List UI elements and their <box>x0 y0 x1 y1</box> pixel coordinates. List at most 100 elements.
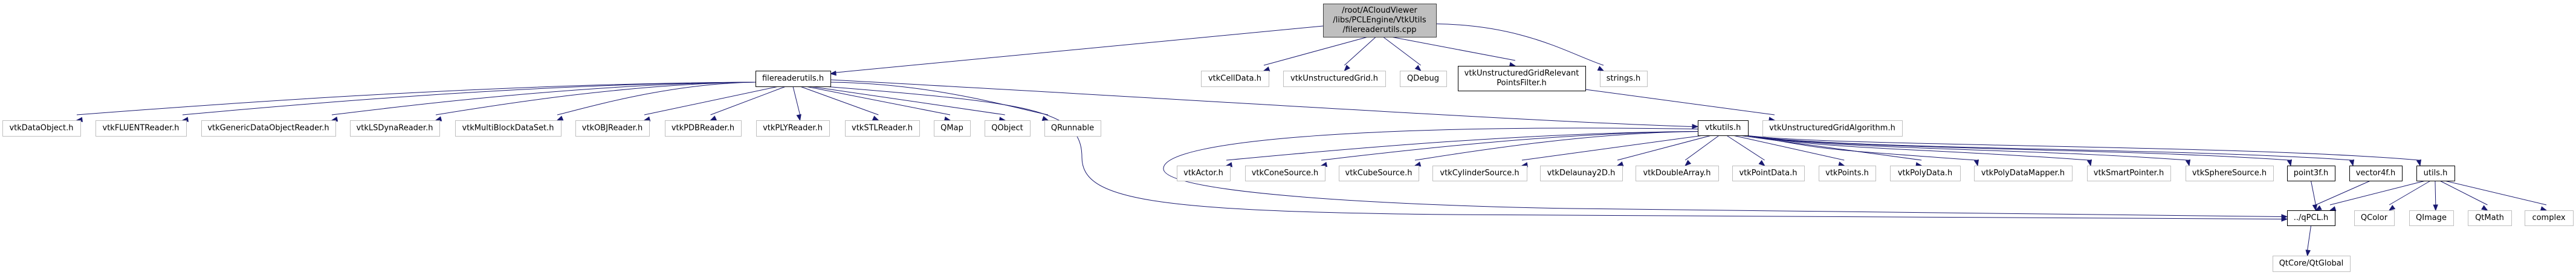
arrowhead-icon <box>1973 159 1979 167</box>
node-vtk-plyreader[interactable]: vtkPLYReader.h <box>756 120 830 137</box>
arrowhead-icon <box>1041 115 1049 121</box>
edge-root-to-strings <box>1435 24 1604 66</box>
node-label: utils.h <box>2424 169 2448 178</box>
node-vtk-generic-data-object-reader[interactable]: vtkGenericDataObjectReader.h <box>201 120 336 137</box>
edge-q-pcl-to-qt-global <box>2307 225 2312 251</box>
node-qimage[interactable]: QImage <box>2409 210 2454 226</box>
node-vtk-double-array[interactable]: vtkDoubleArray.h <box>1636 166 1719 181</box>
node-box <box>1732 166 1805 181</box>
node-vtk-pdbreader[interactable]: vtkPDBReader.h <box>665 120 742 137</box>
node-qdebug[interactable]: QDebug <box>1400 71 1447 87</box>
node-filereaderutils[interactable]: filereaderutils.h <box>756 71 831 87</box>
node-vtk-poly-data-mapper[interactable]: vtkPolyDataMapper.h <box>1974 166 2073 181</box>
edge-root-to-qdebug <box>1382 36 1421 66</box>
node-label: vtkUnstructuredGridRelevant <box>1464 69 1579 78</box>
node-vtk-ugrpf[interactable]: vtkUnstructuredGridRelevantPointsFilter.… <box>1458 66 1586 91</box>
node-vtk-points[interactable]: vtkPoints.h <box>1819 166 1876 181</box>
edge-filereaderutils-to-vtk-plyreader <box>792 86 801 115</box>
node-box <box>575 120 650 137</box>
arrowhead-icon <box>710 115 717 121</box>
node-box <box>2287 210 2335 226</box>
node-vtk-poly-data[interactable]: vtkPolyData.h <box>1890 166 1961 181</box>
node-box <box>1636 166 1719 181</box>
node-label: QColor <box>2361 213 2388 222</box>
node-label: QImage <box>2416 213 2447 222</box>
node-label: vtkDelaunay2D.h <box>1547 169 1616 178</box>
node-qt-math[interactable]: QtMath <box>2468 210 2512 226</box>
node-vtk-unstructured-grid[interactable]: vtkUnstructuredGrid.h <box>1283 71 1386 87</box>
node-qt-global[interactable]: QtCore/QtGlobal <box>2273 256 2351 272</box>
node-label: vtkPointData.h <box>1739 169 1797 178</box>
node-box <box>2354 210 2395 226</box>
node-strings[interactable]: strings.h <box>1600 71 1648 87</box>
node-vtk-smart-pointer[interactable]: vtkSmartPointer.h <box>2087 166 2171 181</box>
node-box <box>756 120 830 137</box>
node-complex[interactable]: complex <box>2525 210 2574 226</box>
node-vtk-cone-source[interactable]: vtkConeSource.h <box>1245 166 1325 181</box>
node-label: vtkSmartPointer.h <box>2094 169 2164 178</box>
node-box <box>2409 210 2454 226</box>
node-box <box>1432 166 1527 181</box>
edge-filereaderutils-to-vtk-stlreader <box>800 86 879 115</box>
node-vtk-cylinder-source[interactable]: vtkCylinderSource.h <box>1432 166 1527 181</box>
node-vtk-stlreader[interactable]: vtkSTLReader.h <box>845 120 920 137</box>
node-box <box>1819 166 1876 181</box>
node-point3f[interactable]: point3f.h <box>2287 166 2335 181</box>
node-box <box>665 120 742 137</box>
edge-vtkutils-to-vtk-double-array <box>1684 135 1720 161</box>
node-label: vtkConeSource.h <box>1252 169 1319 178</box>
node-root[interactable]: /root/ACloudViewer/libs/PCLEngine/VtkUti… <box>1323 4 1437 37</box>
arrowhead-icon <box>829 70 837 76</box>
node-label: vtkPolyData.h <box>1898 169 1952 178</box>
node-label: vtkPoints.h <box>1825 169 1869 178</box>
node-vtk-uga[interactable]: vtkUnstructuredGridAlgorithm.h <box>1762 120 1903 137</box>
node-vtkutils[interactable]: vtkutils.h <box>1698 120 1749 136</box>
node-vtk-actor[interactable]: vtkActor.h <box>1177 166 1231 181</box>
node-vtk-lsdyna-reader[interactable]: vtkLSDynaReader.h <box>350 120 440 137</box>
arrowhead-icon <box>2433 204 2438 212</box>
node-utils[interactable]: utils.h <box>2416 166 2455 181</box>
node-vtk-fluentreader[interactable]: vtkFLUENTReader.h <box>95 120 187 137</box>
arrowhead-icon <box>1414 65 1422 71</box>
node-vtk-multi-block-data-set[interactable]: vtkMultiBlockDataSet.h <box>455 120 561 137</box>
arrowhead-icon <box>2315 205 2322 211</box>
edge-root-to-vtk-unstructured-grid <box>1344 36 1376 66</box>
node-box <box>95 120 187 137</box>
node-vtk-cube-source[interactable]: vtkCubeSource.h <box>1339 166 1419 181</box>
arrowhead-icon <box>1597 66 1605 71</box>
arrowhead-icon <box>2481 205 2488 211</box>
node-vtk-delaunay2d[interactable]: vtkDelaunay2D.h <box>1540 166 1623 181</box>
node-qrunnable[interactable]: QRunnable <box>1044 120 1101 137</box>
arrowhead-icon <box>796 114 801 121</box>
edge-vtkutils-to-vtk-delaunay2d <box>1617 135 1712 161</box>
node-label: QDebug <box>1407 74 1439 83</box>
node-q-pcl[interactable]: ../qPCL.h <box>2287 210 2335 226</box>
node-label: /root/ACloudViewer <box>1342 6 1417 15</box>
node-vtk-point-data[interactable]: vtkPointData.h <box>1732 166 1805 181</box>
node-vtk-data-object[interactable]: vtkDataObject.h <box>2 120 81 137</box>
node-label: /filereaderutils.cpp <box>1343 25 1417 34</box>
edge-utils-to-qimage <box>2435 180 2436 205</box>
node-box <box>2186 166 2274 181</box>
arrowhead-icon <box>2305 250 2311 257</box>
node-box <box>1245 166 1325 181</box>
node-label: vtkFLUENTReader.h <box>103 124 180 133</box>
node-vtk-cell-data[interactable]: vtkCellData.h <box>1201 71 1269 87</box>
node-label: vtkLSDynaReader.h <box>357 124 433 133</box>
node-vtk-sphere-source[interactable]: vtkSphereSource.h <box>2186 166 2274 181</box>
node-box <box>1890 166 1961 181</box>
node-vector4f[interactable]: vector4f.h <box>2349 166 2403 181</box>
node-label: /libs/PCLEngine/VtkUtils <box>1333 16 1426 25</box>
node-qcolor[interactable]: QColor <box>2354 210 2395 226</box>
node-box <box>985 120 1031 137</box>
node-box <box>845 120 920 137</box>
node-box <box>2349 166 2403 181</box>
node-box <box>934 120 971 137</box>
node-label: QtCore/QtGlobal <box>2279 259 2344 268</box>
node-qmap[interactable]: QMap <box>934 120 971 137</box>
edge-filereaderutils-to-qobject <box>810 86 1005 115</box>
node-vtk-objreader[interactable]: vtkOBJReader.h <box>575 120 650 137</box>
node-label: vtkPolyDataMapper.h <box>1981 169 2065 178</box>
node-qobject[interactable]: QObject <box>985 120 1031 137</box>
node-label: vtkSphereSource.h <box>2192 169 2267 178</box>
